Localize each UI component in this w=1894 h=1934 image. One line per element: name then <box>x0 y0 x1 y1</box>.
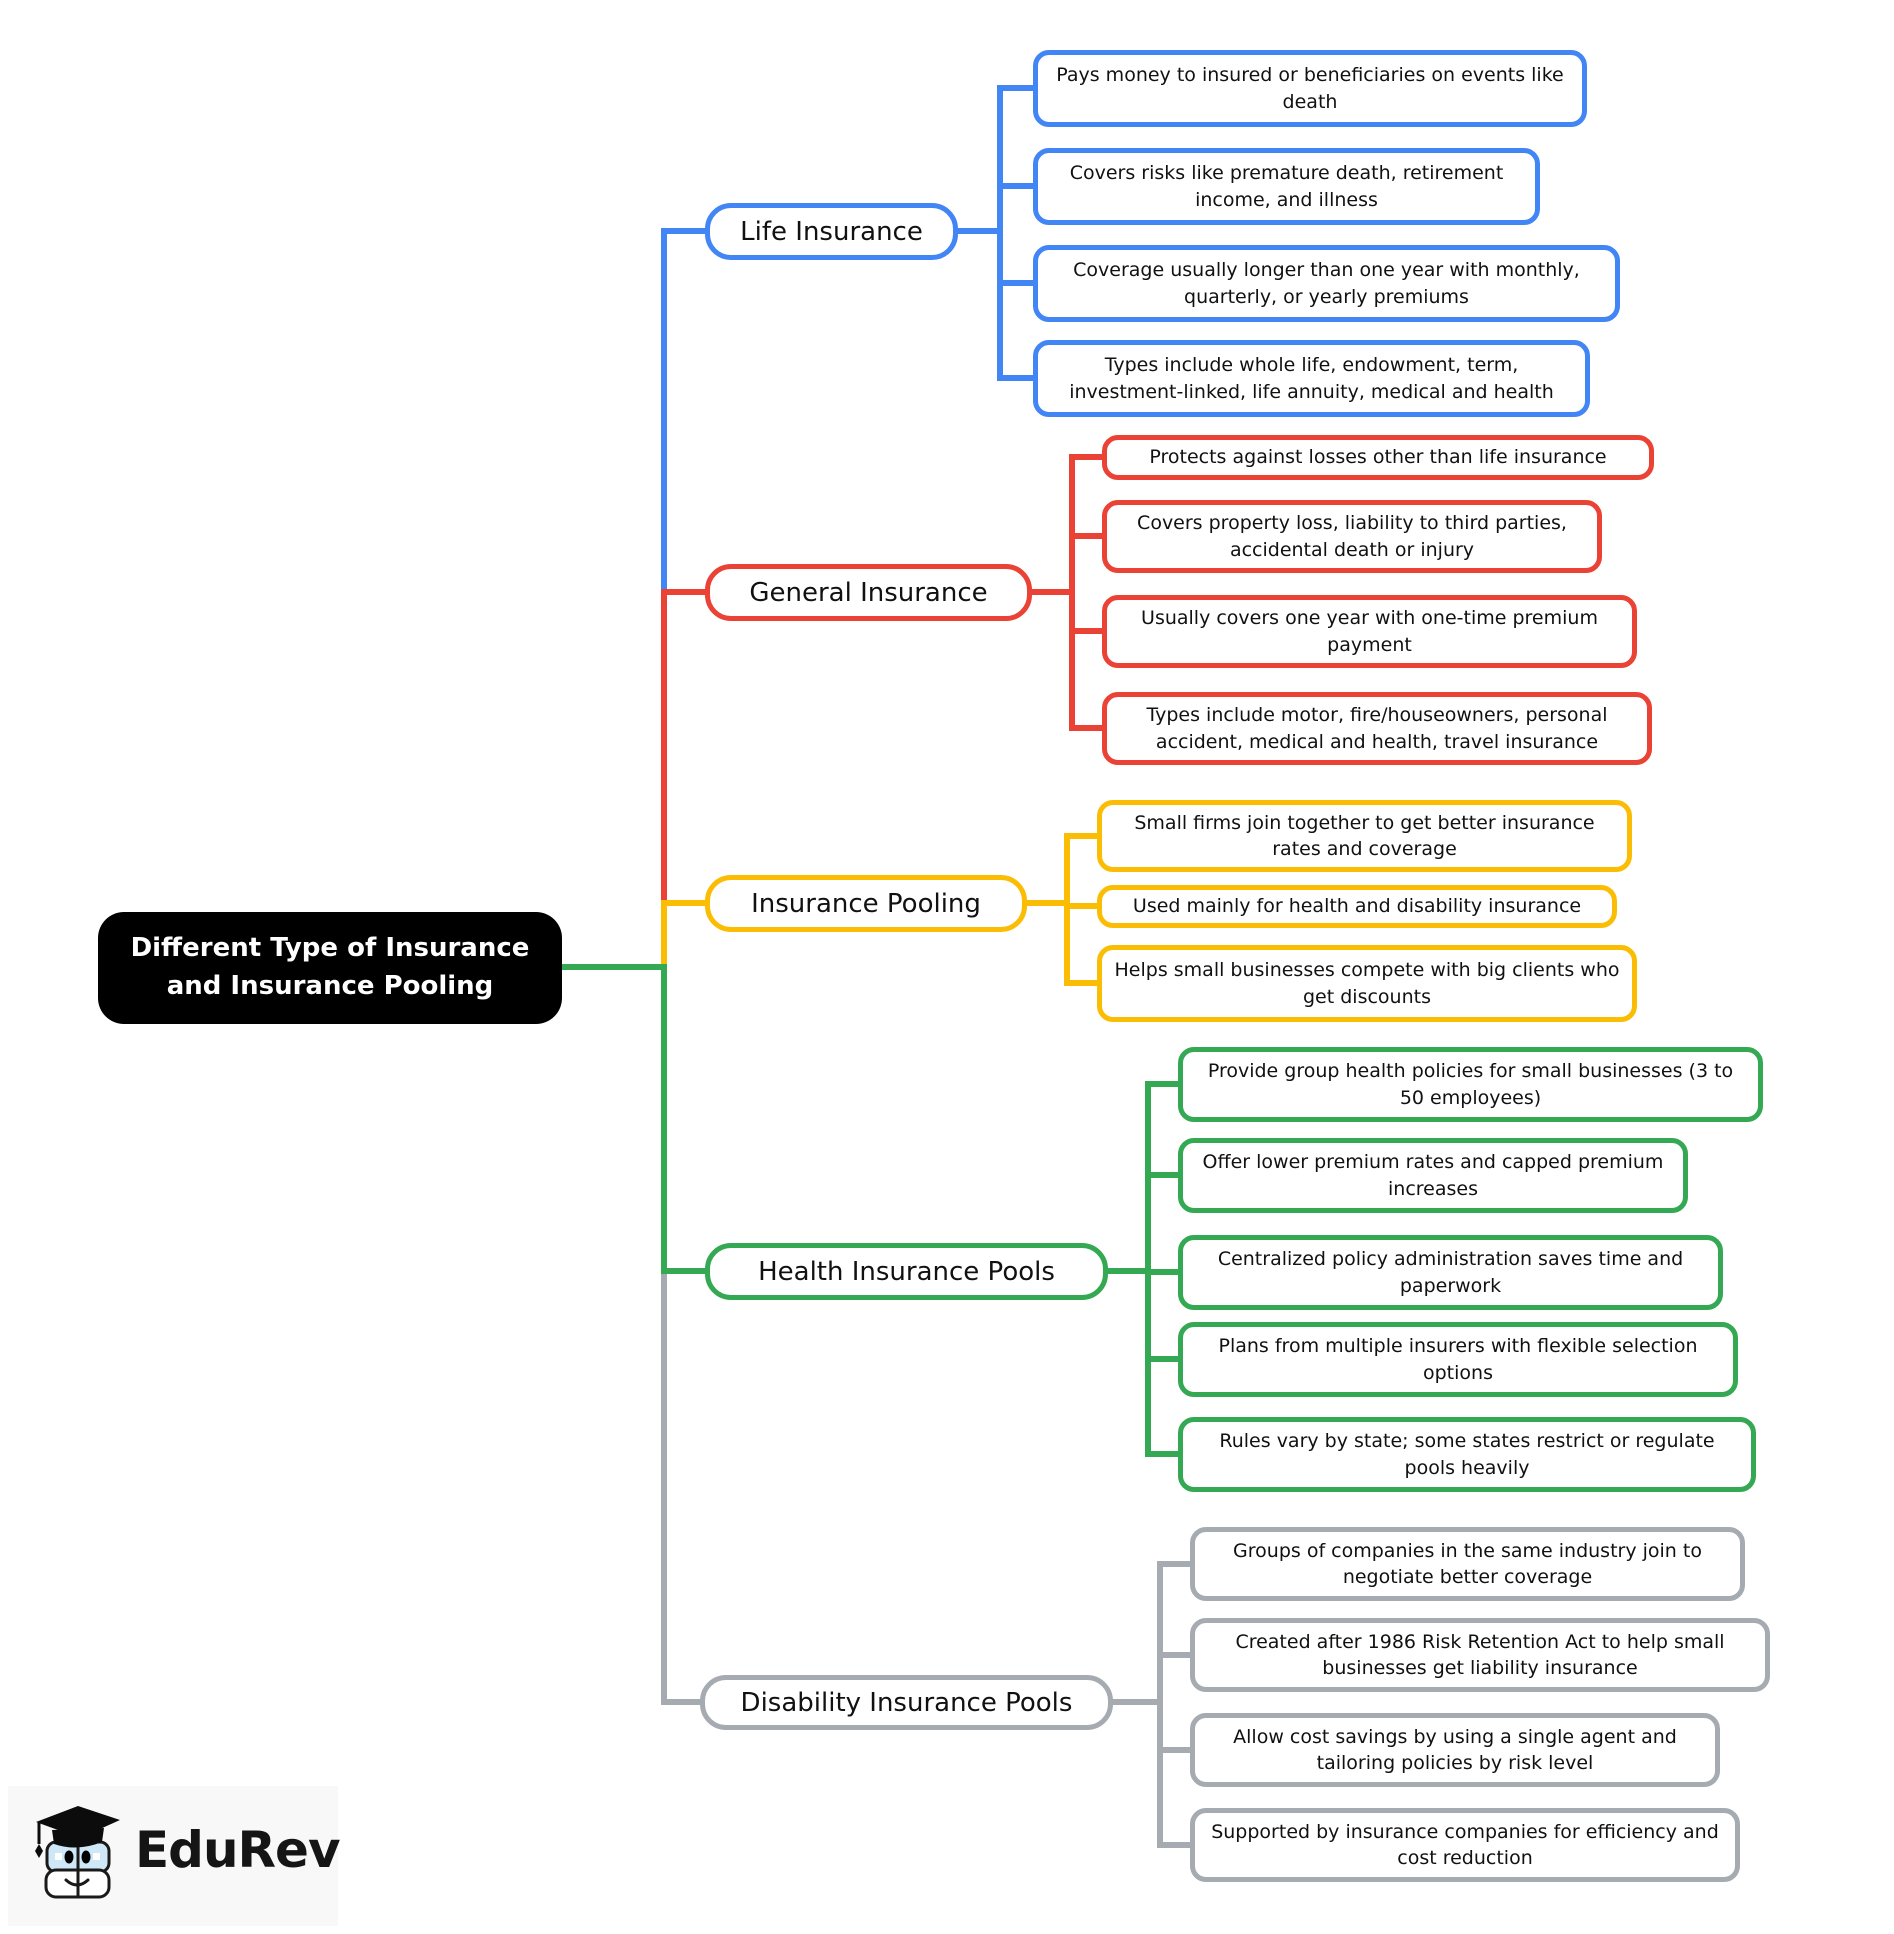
life-label-connector <box>661 228 711 234</box>
edurev-logo: EduRev <box>30 1800 341 1900</box>
pooling-subtrunk-stub <box>1020 900 1070 906</box>
branch-label-disability-insurance-pools: Disability Insurance Pools <box>700 1675 1113 1730</box>
health-leaf-stub <box>1145 1172 1181 1178</box>
leaf-node: Pays money to insured or beneficiaries o… <box>1033 50 1587 127</box>
disability-subtrunk-stub <box>1105 1699 1163 1705</box>
disability-leaf-stub <box>1157 1652 1193 1658</box>
branch-label-insurance-pooling: Insurance Pooling <box>705 875 1027 932</box>
pooling-subtrunk <box>1064 833 1070 986</box>
leaf-node: Small firms join together to get better … <box>1097 800 1632 872</box>
leaf-node: Protects against losses other than life … <box>1102 435 1654 480</box>
leaf-node: Types include whole life, endowment, ter… <box>1033 340 1590 417</box>
trunk-disability-segment <box>661 1268 667 1705</box>
leaf-node: Used mainly for health and disability in… <box>1097 885 1617 928</box>
life-leaf-stub <box>997 85 1036 91</box>
general-leaf-stub <box>1069 454 1105 460</box>
life-subtrunk-stub <box>950 228 1003 234</box>
leaf-node: Offer lower premium rates and capped pre… <box>1178 1138 1688 1213</box>
root-connector <box>556 964 667 970</box>
branch-label-general-insurance: General Insurance <box>705 564 1032 621</box>
general-label-connector <box>661 589 711 595</box>
life-leaf-stub <box>997 183 1036 189</box>
health-label-connector <box>661 1268 711 1274</box>
leaf-node: Plans from multiple insurers with flexib… <box>1178 1322 1738 1397</box>
leaf-node: Provide group health policies for small … <box>1178 1047 1763 1122</box>
pooling-label-connector <box>661 900 711 906</box>
leaf-node: Types include motor, fire/houseowners, p… <box>1102 692 1652 765</box>
trunk-health-segment <box>661 964 667 1274</box>
pooling-leaf-stub <box>1064 833 1100 839</box>
edurev-logo-text: EduRev <box>135 1821 341 1879</box>
pooling-leaf-stub <box>1064 903 1100 909</box>
life-leaf-stub <box>997 280 1036 286</box>
disability-leaf-stub <box>1157 1747 1193 1753</box>
general-subtrunk-stub <box>1025 589 1075 595</box>
pooling-leaf-stub <box>1064 980 1100 986</box>
general-leaf-stub <box>1069 533 1105 539</box>
life-subtrunk <box>997 85 1003 381</box>
disability-leaf-stub <box>1157 1561 1193 1567</box>
branch-label-life-insurance: Life Insurance <box>705 203 958 260</box>
leaf-node: Centralized policy administration saves … <box>1178 1235 1723 1310</box>
leaf-node: Helps small businesses compete with big … <box>1097 945 1637 1022</box>
branch-label-health-insurance-pools: Health Insurance Pools <box>705 1243 1108 1300</box>
edurev-mascot-icon <box>35 1806 120 1899</box>
leaf-node: Covers property loss, liability to third… <box>1102 500 1602 573</box>
leaf-node: Allow cost savings by using a single age… <box>1190 1713 1720 1787</box>
disability-label-connector <box>661 1699 706 1705</box>
general-subtrunk <box>1069 454 1075 731</box>
health-leaf-stub <box>1145 1081 1181 1087</box>
leaf-node: Groups of companies in the same industry… <box>1190 1527 1745 1601</box>
health-subtrunk-stub <box>1100 1268 1151 1274</box>
leaf-node: Coverage usually longer than one year wi… <box>1033 245 1620 322</box>
leaf-node: Usually covers one year with one-time pr… <box>1102 595 1637 668</box>
health-leaf-stub <box>1145 1356 1181 1362</box>
general-leaf-stub <box>1069 628 1105 634</box>
leaf-node: Covers risks like premature death, retir… <box>1033 148 1540 225</box>
trunk-life-segment <box>661 228 667 595</box>
leaf-node: Created after 1986 Risk Retention Act to… <box>1190 1618 1770 1692</box>
leaf-node: Supported by insurance companies for eff… <box>1190 1808 1740 1882</box>
trunk-general-segment <box>661 589 667 906</box>
health-leaf-stub <box>1145 1269 1181 1275</box>
leaf-node: Rules vary by state; some states restric… <box>1178 1417 1756 1492</box>
health-leaf-stub <box>1145 1451 1181 1457</box>
life-leaf-stub <box>997 375 1036 381</box>
disability-leaf-stub <box>1157 1842 1193 1848</box>
general-leaf-stub <box>1069 725 1105 731</box>
trunk-pooling-segment <box>661 900 667 970</box>
root-node: Different Type of Insurance and Insuranc… <box>98 912 562 1024</box>
disability-subtrunk <box>1157 1561 1163 1848</box>
